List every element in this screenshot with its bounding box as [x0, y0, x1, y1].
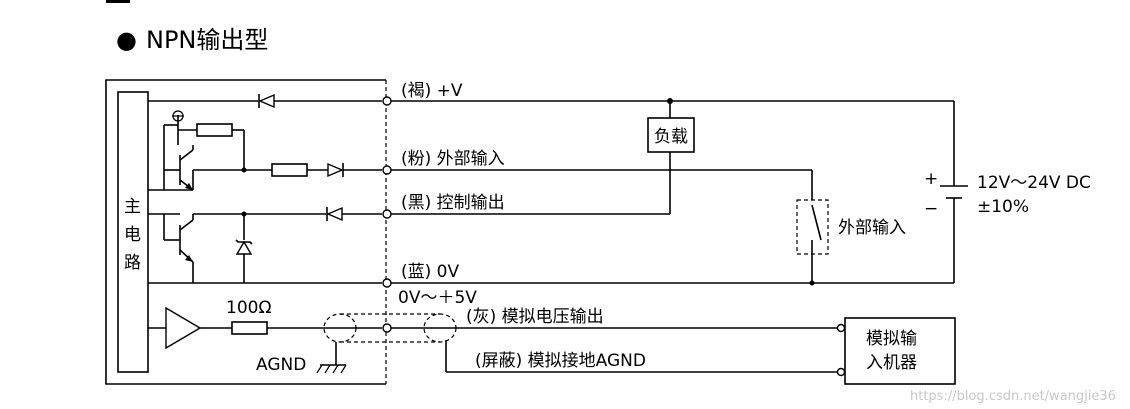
sensor-box — [105, 79, 386, 385]
terminal-analog-in-top — [836, 323, 846, 333]
label-shield: (屏蔽) 模拟接地AGND — [475, 351, 646, 371]
terminal-black — [382, 209, 392, 219]
ground-hatch-4 — [340, 364, 347, 374]
junction-switch-bottom — [809, 280, 815, 286]
transistor-upper-arrow-icon — [185, 183, 193, 190]
zener-bar — [235, 239, 253, 245]
load-box — [647, 117, 695, 153]
amplifier-icon — [165, 306, 202, 350]
diode-pink-icon — [327, 162, 344, 178]
terminal-blue — [382, 278, 392, 288]
terminal-pink — [382, 165, 392, 175]
label-blue: (蓝) 0V — [401, 262, 459, 282]
resistor-100ohm — [231, 321, 268, 335]
transistor-upper-collector — [179, 149, 194, 161]
header-bar — [106, 0, 130, 3]
junction-pink — [241, 167, 247, 173]
label-gray: (灰) 模拟电压输出 — [466, 307, 604, 327]
main-circuit-block — [117, 91, 149, 373]
ground-hatch-2 — [324, 364, 331, 374]
diode-brown-icon — [258, 93, 275, 109]
ground-hatch-3 — [332, 364, 339, 374]
label-brown: (褐) +V — [401, 81, 463, 101]
resistor-upper — [196, 123, 233, 137]
analog-input-line-1: 模拟输 — [866, 329, 917, 349]
watermark: https://blog.csdn.net/wangjie36 — [910, 389, 1116, 404]
terminal-analog-in-bottom — [836, 367, 846, 377]
zener-icon — [235, 240, 253, 255]
supply-tolerance: ±10% — [977, 197, 1029, 217]
label-black: (黑) 控制输出 — [401, 193, 505, 213]
label-agnd: AGND — [256, 355, 306, 375]
analog-input-line-2: 入机器 — [866, 353, 917, 373]
block-char-3: 路 — [124, 253, 141, 273]
terminal-brown — [382, 96, 392, 106]
transistor-lower-arrow-icon — [185, 255, 193, 262]
block-char-2: 电 — [124, 225, 141, 245]
diode-black-icon — [326, 206, 343, 222]
supply-voltage: 12V～24V DC — [977, 173, 1091, 193]
terminal-gray — [382, 323, 392, 333]
ground-hatch-1 — [316, 364, 323, 374]
label-external-input: 外部输入 — [838, 218, 906, 238]
label-resistor: 100Ω — [226, 298, 271, 318]
switch-contact-icon — [811, 204, 822, 241]
supply-plus: + — [924, 169, 938, 189]
block-char-1: 主 — [124, 197, 141, 217]
label-pink: (粉) 外部输入 — [401, 149, 505, 169]
title-bullet: ● — [116, 26, 137, 54]
label-load: 负载 — [654, 127, 688, 147]
analog-input-device — [844, 317, 956, 385]
transistor-lower-collector — [179, 219, 194, 231]
supply-minus: − — [924, 199, 938, 219]
label-range: 0V～＋5V — [398, 288, 477, 308]
resistor-pink — [271, 163, 308, 177]
page-title: NPN输出型 — [146, 26, 268, 54]
